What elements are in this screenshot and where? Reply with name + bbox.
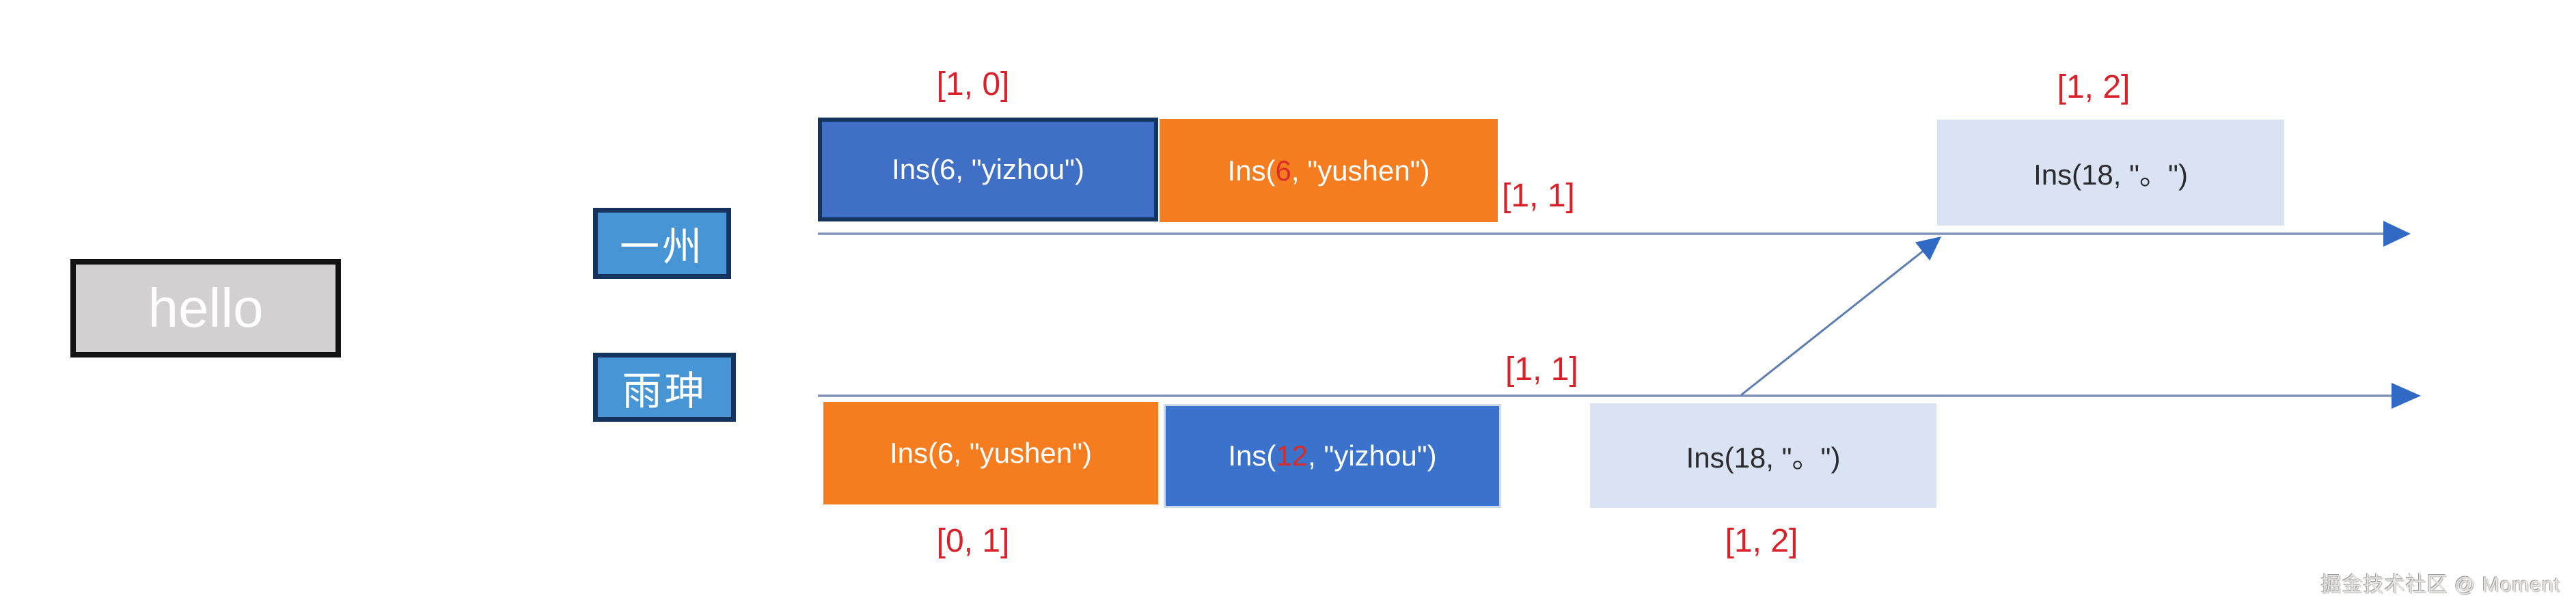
op-text: Ins(18, "。"): [1686, 442, 1841, 474]
op-box-top-ins6-yizhou: Ins(6, "yizhou"): [818, 118, 1158, 221]
op-box-bottom-ins6-yushen: Ins(6, "yushen"): [823, 402, 1158, 504]
op-text: , "yushen"): [1291, 154, 1430, 187]
replica-name: 一州: [619, 225, 704, 269]
replica-label-yushen: 雨珅: [593, 353, 736, 422]
replica-label-yizhou: 一州: [593, 208, 731, 279]
document-state-label: hello: [148, 278, 264, 338]
op-text: Ins(6, "yizhou"): [892, 153, 1084, 185]
op-text: Ins(18, "。"): [2033, 159, 2188, 191]
version-vector-label: [1, 0]: [936, 66, 1010, 103]
op-text: Ins(: [1227, 154, 1276, 187]
version-vector-label: [1, 1]: [1502, 178, 1575, 214]
version-vector-label: [1, 1]: [1505, 351, 1578, 388]
op-text-highlight: 12: [1276, 440, 1308, 472]
op-text: Ins(6, "yushen"): [890, 437, 1092, 469]
version-vector-label: [1, 2]: [2057, 69, 2130, 105]
document-state-box: hello: [70, 259, 341, 358]
op-text-highlight: 6: [1275, 154, 1291, 187]
timeline-yizhou-arrowhead-icon: [2383, 221, 2411, 247]
version-vector-label: [1, 2]: [1725, 523, 1798, 559]
watermark: 掘金技术社区 @ Moment: [2320, 574, 2560, 596]
op-box-top-ins18-period: Ins(18, "。"): [1937, 120, 2284, 226]
op-box-bottom-ins12-yizhou: Ins(12, "yizhou"): [1164, 404, 1501, 508]
merge-arrow-line: [1740, 249, 1925, 396]
op-box-bottom-ins18-period: Ins(18, "。"): [1590, 403, 1936, 508]
op-text: , "yizhou"): [1308, 440, 1437, 472]
merge-arrowhead-icon: [1915, 237, 1941, 261]
version-vector-label: [0, 1]: [936, 523, 1010, 559]
timeline-yushen-arrowhead-icon: [2392, 383, 2421, 409]
op-text: Ins(: [1228, 440, 1276, 472]
replica-name: 雨珅: [622, 368, 707, 414]
op-box-top-ins6-yushen: Ins(6, "yushen"): [1160, 119, 1498, 222]
